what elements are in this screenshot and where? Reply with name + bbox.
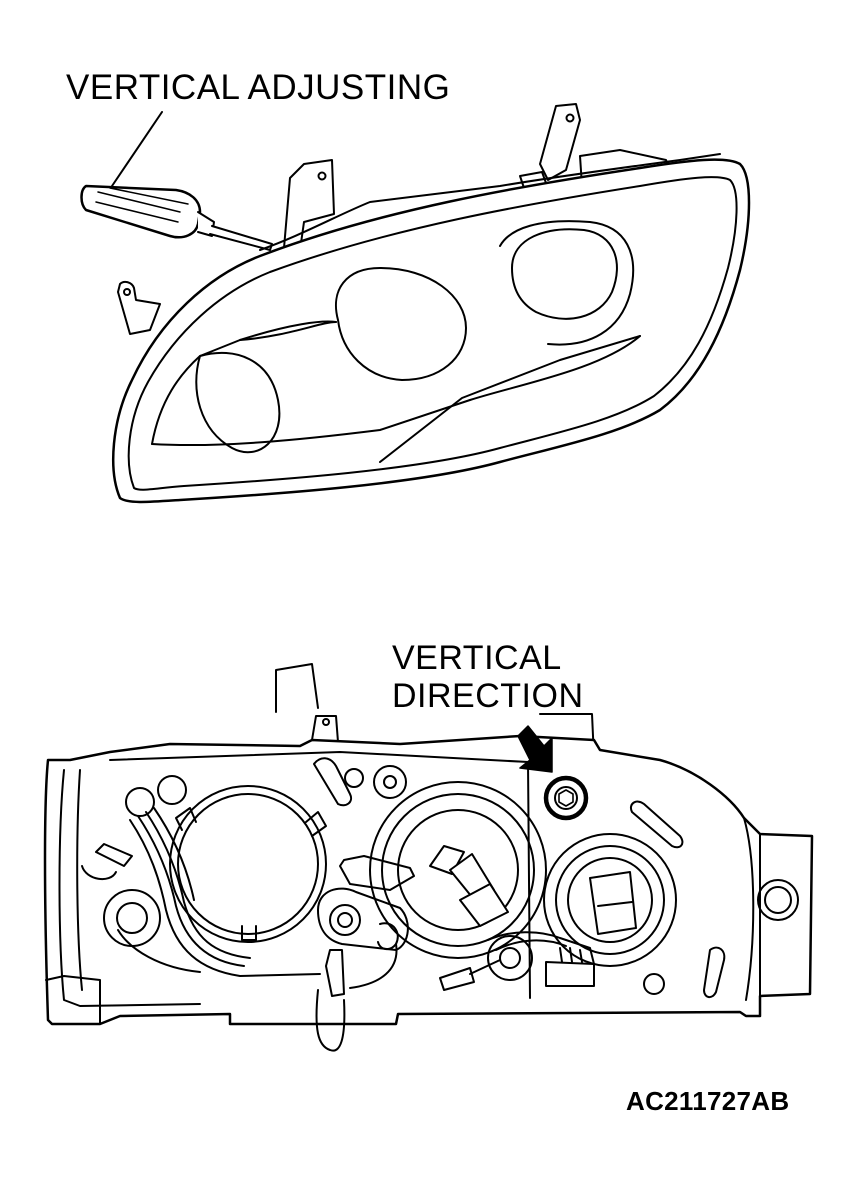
wiring-harness-right bbox=[439, 931, 595, 991]
lens-frame-inner bbox=[127, 176, 738, 491]
leader-line-adjusting bbox=[111, 111, 163, 187]
label-vertical-direction-line2: DIRECTION bbox=[392, 677, 584, 715]
wiring-harness-left bbox=[81, 775, 321, 977]
screwdriver bbox=[80, 184, 273, 251]
bulb-socket-center bbox=[369, 781, 547, 959]
headlamp-rear-view bbox=[43, 663, 814, 1052]
label-vertical-direction-line1: VERTICAL bbox=[392, 639, 562, 677]
headlamp-front-view bbox=[80, 103, 751, 504]
figure-code: AC211727AB bbox=[626, 1086, 790, 1116]
lens-frame-outer bbox=[112, 158, 751, 504]
vertical-adjuster-screw bbox=[543, 775, 589, 821]
housing-top bbox=[259, 153, 721, 251]
housing-outline bbox=[43, 734, 814, 1026]
bracket-right bbox=[539, 103, 581, 181]
bulb-socket-left bbox=[169, 785, 327, 943]
label-vertical-adjusting: VERTICAL ADJUSTING bbox=[66, 68, 451, 107]
connector-center bbox=[315, 855, 415, 1052]
adjuster-arrow-icon bbox=[517, 725, 553, 773]
bulb-socket-right bbox=[543, 833, 677, 967]
